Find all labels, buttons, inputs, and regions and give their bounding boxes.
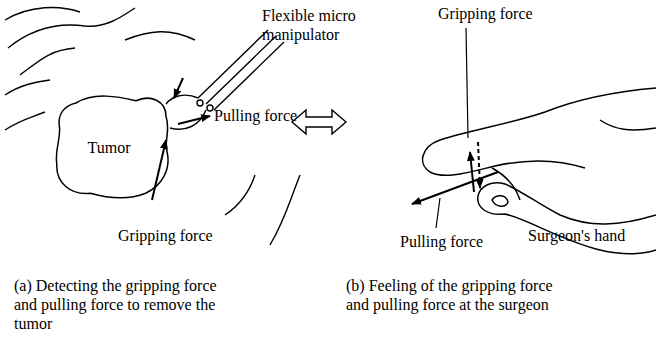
force-label: Pulling force	[400, 232, 483, 251]
force-label: Pulling force	[214, 106, 297, 125]
part-label: Flexible micro manipulator	[262, 6, 380, 44]
figure-caption: (a) Detecting the gripping force and pul…	[14, 276, 229, 333]
force-label: Gripping force	[118, 226, 213, 245]
figure-caption: (b) Feeling of the gripping force and pu…	[346, 276, 561, 314]
part-label: Surgeon's hand	[528, 226, 625, 245]
tumor-outline: Tumor	[52, 92, 172, 202]
force-label: Gripping force	[438, 4, 533, 23]
part-name: Tumor	[52, 138, 172, 157]
